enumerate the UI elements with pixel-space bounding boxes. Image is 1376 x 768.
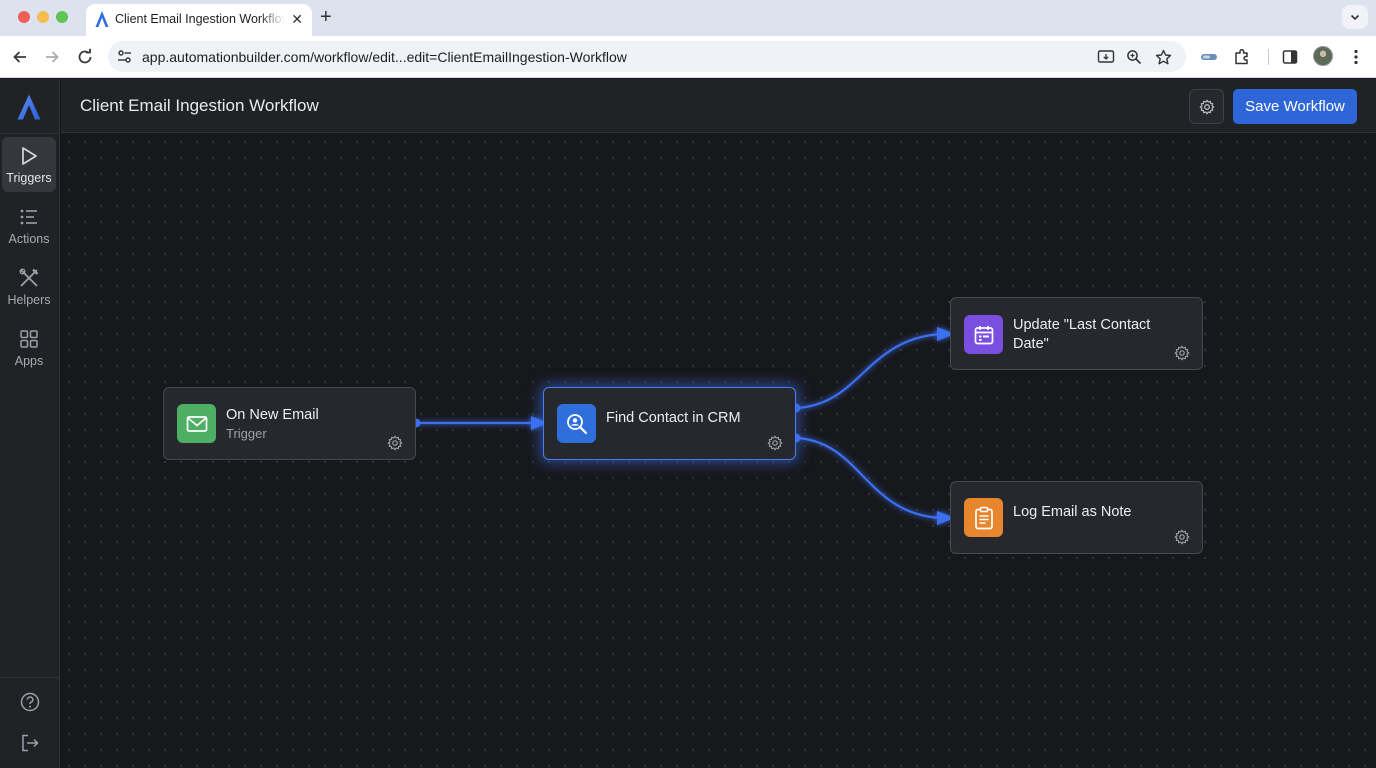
reload-button[interactable] xyxy=(73,45,97,69)
sidebar-item-helpers[interactable]: Helpers xyxy=(2,259,56,314)
gear-icon[interactable] xyxy=(1174,345,1190,361)
node-title: Update "Last Contact Date" xyxy=(1013,317,1151,352)
sidebar-item-apps[interactable]: Apps xyxy=(2,320,56,375)
sidebar-item-label: Helpers xyxy=(7,293,51,307)
tools-icon xyxy=(19,268,39,287)
bookmark-star-icon[interactable] xyxy=(1153,47,1173,67)
app-logo-icon xyxy=(95,11,109,27)
side-panel-icon[interactable] xyxy=(1279,46,1301,68)
new-tab-icon[interactable]: + xyxy=(320,6,332,28)
window-close-button[interactable] xyxy=(18,11,30,23)
profile-avatar[interactable] xyxy=(1313,46,1333,66)
tab-search-button[interactable] xyxy=(1342,5,1368,29)
play-icon xyxy=(22,147,37,165)
site-settings-icon[interactable] xyxy=(116,48,133,65)
browser-tab-bar: Client Email Ingestion Workflow ✕ + xyxy=(0,0,1376,36)
tab-title: Client Email Ingestion Workflow xyxy=(115,12,285,26)
node-update-last-contact[interactable]: Update "Last Contact Date" xyxy=(950,297,1203,370)
sidebar-divider xyxy=(0,677,60,678)
node-title: Find Contact in CRM xyxy=(606,410,741,426)
sidebar-item-actions[interactable]: Actions xyxy=(2,198,56,253)
node-find-contact[interactable]: Find Contact in CRM xyxy=(543,387,796,460)
node-title: Log Email as Note xyxy=(1013,504,1132,520)
tab-close-icon[interactable]: ✕ xyxy=(291,11,303,27)
calendar-icon xyxy=(964,315,1003,354)
node-subtitle: Trigger xyxy=(226,426,267,441)
sidebar-item-label: Apps xyxy=(14,354,44,368)
arrow-left-icon xyxy=(13,51,26,63)
toolbar-divider xyxy=(1268,49,1269,65)
sidebar-divider xyxy=(0,133,60,134)
extensions-puzzle-icon[interactable] xyxy=(1231,46,1253,68)
zoom-icon[interactable] xyxy=(1124,47,1144,67)
browser-menu-icon[interactable] xyxy=(1345,46,1367,68)
save-workflow-button[interactable]: Save Workflow xyxy=(1233,89,1357,124)
logout-icon[interactable] xyxy=(19,732,41,754)
help-icon[interactable] xyxy=(19,691,41,713)
note-icon xyxy=(964,498,1003,537)
grid-icon xyxy=(20,330,38,348)
connection-email-to-find-contact xyxy=(416,416,548,430)
browser-tab[interactable]: Client Email Ingestion Workflow ✕ xyxy=(86,4,312,36)
back-button[interactable] xyxy=(8,45,32,69)
workflow-header: Client Email Ingestion Workflow Save Wor… xyxy=(61,79,1376,133)
arrow-right-icon xyxy=(46,51,59,63)
list-icon xyxy=(20,209,37,225)
node-on-new-email[interactable]: On New Email Trigger xyxy=(163,387,416,460)
browser-toolbar: app.automationbuilder.com/workflow/edit.… xyxy=(0,36,1376,78)
address-bar[interactable]: app.automationbuilder.com/workflow/edit.… xyxy=(108,41,1186,72)
sidebar-item-triggers[interactable]: Triggers xyxy=(2,137,56,192)
workflow-canvas[interactable]: On New Email Trigger Find Contact in CRM xyxy=(61,134,1376,768)
gear-icon[interactable] xyxy=(767,435,783,451)
node-title: On New Email xyxy=(226,407,319,423)
automation-app: Triggers Actions Helpers xyxy=(0,79,1376,768)
sidebar: Triggers Actions Helpers xyxy=(0,79,60,768)
node-log-email-note[interactable]: Log Email as Note xyxy=(950,481,1203,554)
reload-icon xyxy=(78,48,92,64)
app-logo-icon xyxy=(17,94,41,120)
sidebar-item-label: Actions xyxy=(8,232,50,246)
chevron-down-icon xyxy=(1350,14,1360,21)
window-minimize-button[interactable] xyxy=(37,11,49,23)
url-text: app.automationbuilder.com/workflow/edit.… xyxy=(142,49,627,65)
install-app-icon[interactable] xyxy=(1096,47,1116,67)
window-zoom-button[interactable] xyxy=(56,11,68,23)
workflow-settings-button[interactable] xyxy=(1189,89,1224,124)
connections-layer xyxy=(411,327,955,525)
page-title: Client Email Ingestion Workflow xyxy=(80,96,319,115)
connection-find-contact-to-update xyxy=(796,327,955,410)
extension-icon[interactable] xyxy=(1198,46,1220,68)
mail-icon xyxy=(177,404,216,443)
sidebar-item-label: Triggers xyxy=(6,171,52,185)
gear-icon[interactable] xyxy=(1174,529,1190,545)
connection-find-contact-to-log-note xyxy=(796,436,955,525)
search-contact-icon xyxy=(557,404,596,443)
gear-icon[interactable] xyxy=(387,435,403,451)
gear-icon xyxy=(1199,99,1214,114)
forward-button[interactable] xyxy=(40,45,64,69)
